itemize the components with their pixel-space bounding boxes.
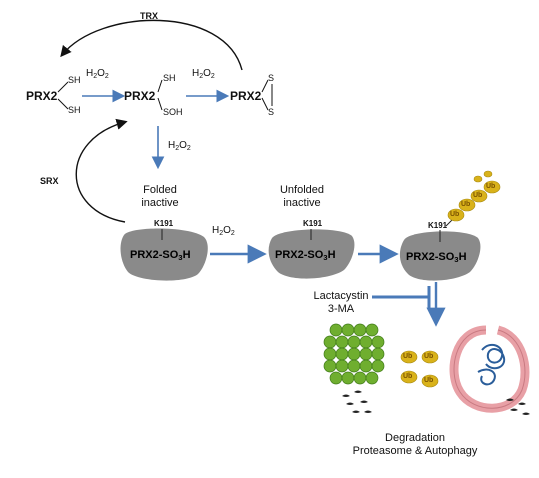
- sulfur-1: S: [268, 73, 275, 83]
- prx2-sulfenic: PRX2: [124, 89, 156, 103]
- srx-arrow: [75, 118, 128, 223]
- proteasome-icon: [323, 323, 385, 385]
- prx2-disulfide: PRX2: [230, 89, 262, 103]
- unfolded-prx2-blob: [268, 229, 355, 279]
- h2o2-label-4: H2O2: [212, 225, 235, 238]
- h2o2-label-2: H2O2: [192, 68, 215, 81]
- ub-label-1: Ub: [450, 211, 460, 218]
- thiol-1: SH: [68, 75, 81, 85]
- free-ub-label-4: Ub: [424, 377, 434, 384]
- k191-label-3: K191: [428, 221, 448, 230]
- free-ubiquitin: [400, 350, 439, 388]
- h2o2-label-3: H2O2: [168, 140, 191, 153]
- prx2-reduced: PRX2: [26, 89, 58, 103]
- free-ub-label-3: Ub: [403, 373, 413, 380]
- reduced-bonds: [57, 81, 69, 110]
- sulfur-2: S: [268, 107, 275, 117]
- ubiquitinated-prx2-blob: [399, 231, 481, 281]
- trx-label: TRX: [140, 11, 158, 21]
- thiol-3: SH: [163, 73, 176, 83]
- free-ub-label-1: Ub: [403, 353, 413, 360]
- disulfide-bonds: [261, 79, 273, 111]
- prx2-so3h-unfolded: PRX2-SO3H: [275, 249, 336, 262]
- autophagosome-icon: [449, 325, 530, 413]
- sulfenic-acid: SOH: [163, 107, 183, 117]
- peptide-fragments-right: [506, 398, 530, 415]
- peptide-fragments-left: [342, 390, 372, 413]
- ub-label-3: Ub: [473, 192, 483, 199]
- folded-prx2-blob: [120, 228, 208, 281]
- prx2-so3h-ubiquitinated: PRX2-SO3H: [406, 251, 467, 264]
- trx-arrow: [60, 19, 243, 71]
- prx2-so3h-folded: PRX2-SO3H: [130, 249, 191, 262]
- ub-label-4: Ub: [486, 183, 496, 190]
- thiol-2: SH: [68, 105, 81, 115]
- sulfenic-bonds: [157, 79, 163, 111]
- ub-label-2: Ub: [461, 201, 471, 208]
- ubiquitin-chain: [447, 170, 501, 222]
- k191-label-1: K191: [154, 219, 174, 228]
- h2o2-label-1: H2O2: [86, 68, 109, 81]
- free-ub-label-2: Ub: [424, 353, 434, 360]
- srx-label: SRX: [40, 176, 59, 186]
- k191-label-2: K191: [303, 219, 323, 228]
